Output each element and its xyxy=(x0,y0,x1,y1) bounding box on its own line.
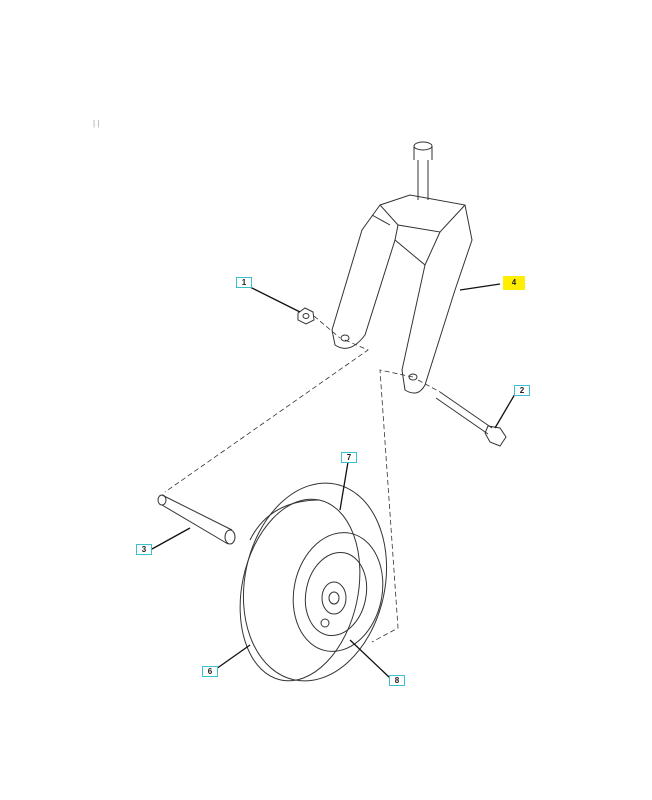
callout-2[interactable]: 2 xyxy=(514,385,530,396)
caster-fork xyxy=(331,194,473,394)
leader-lines xyxy=(151,283,516,679)
callout-8[interactable]: 8 xyxy=(389,675,405,686)
callout-1[interactable]: 1 xyxy=(236,277,252,288)
wheel xyxy=(239,482,388,682)
callout-6[interactable]: 6 xyxy=(202,666,218,677)
callout-4-highlighted[interactable]: 4 xyxy=(503,276,525,290)
bolt xyxy=(435,391,507,447)
spacer-tube xyxy=(157,494,236,545)
assembly-lines xyxy=(164,315,441,643)
callout-3[interactable]: 3 xyxy=(136,544,152,555)
king-pin xyxy=(413,141,433,200)
callout-7[interactable]: 7 xyxy=(341,452,357,463)
nut xyxy=(297,307,315,325)
corner-mark: | | xyxy=(93,119,100,128)
